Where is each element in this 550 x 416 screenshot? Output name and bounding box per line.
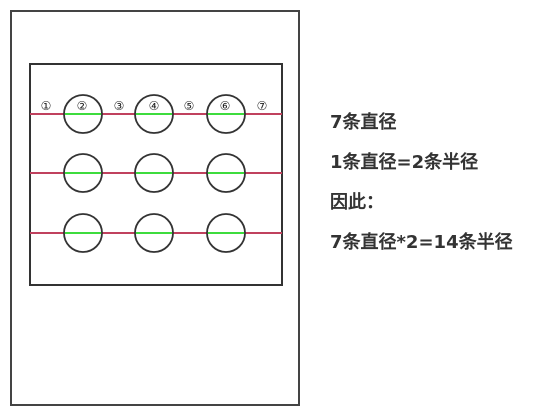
segment-label: ① [41, 99, 52, 113]
notes-panel: 7条直径 1条直径=2条半径 因此： 7条直径*2=14条半径 [330, 113, 545, 273]
rows-layer [30, 94, 282, 253]
segment-labels: ① ② ③ ④ ⑤ ⑥ ⑦ [41, 99, 268, 113]
outer-frame [10, 10, 300, 406]
inner-frame [29, 63, 283, 286]
note-line-3: 因此： [330, 192, 384, 213]
segment-label: ② [77, 99, 88, 113]
segment-label: ⑤ [184, 99, 195, 113]
note-line-2: 1条直径=2条半径 [330, 152, 479, 173]
segment-label: ④ [149, 99, 160, 113]
segment-label: ⑦ [257, 99, 268, 113]
segment-label: ③ [114, 99, 125, 113]
note-line-4: 7条直径*2=14条半径 [330, 232, 513, 253]
segment-label: ⑥ [220, 99, 231, 113]
note-line-1: 7条直径 [330, 112, 397, 133]
